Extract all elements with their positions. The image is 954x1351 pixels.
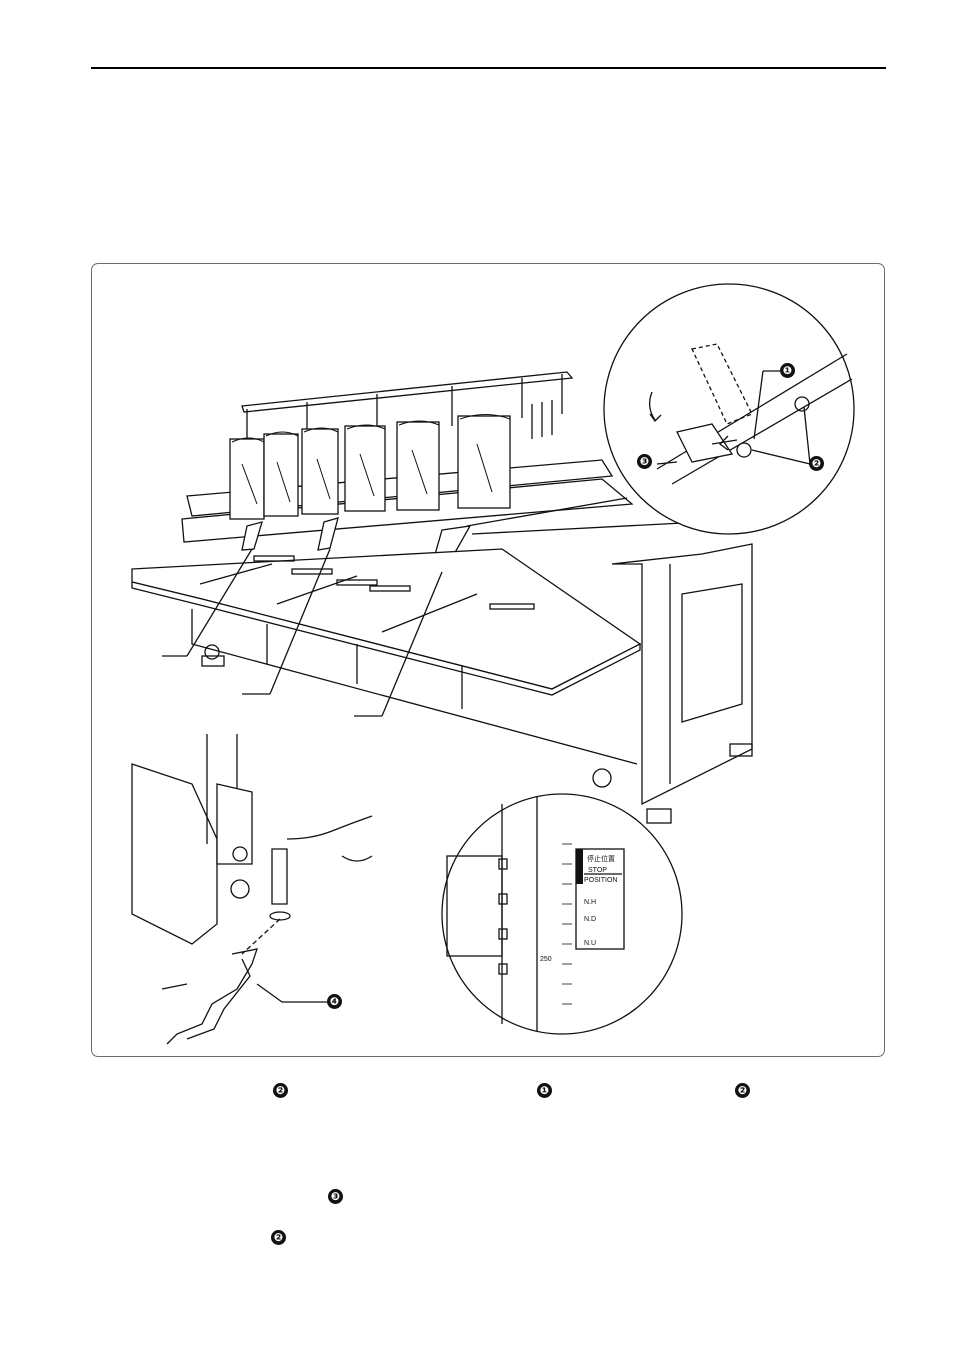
embroidery-machine-illustration: 停止位置 STOP POSITION N.H N.D N.U 250 [92,264,886,1058]
body-marker-1: ❶ [537,1083,552,1098]
scale-label-jp: 停止位置 [587,854,615,863]
scale-label-nu: N.U [584,940,596,947]
callout-2: ❷ [809,456,824,471]
scale-label-position: POSITION [584,877,617,884]
callout-3: ❸ [637,454,652,469]
header-rule [91,67,886,69]
scale-tick-250: 250 [540,956,552,963]
body-marker-2b: ❷ [735,1083,750,1098]
scale-label-stop: STOP [588,867,607,874]
body-marker-2c: ❷ [271,1230,286,1245]
figure-frame: 停止位置 STOP POSITION N.H N.D N.U 250 ❶ ❷ ❸… [91,263,885,1057]
body-marker-3: ❸ [328,1189,343,1204]
body-marker-2a: ❷ [273,1083,288,1098]
callout-1: ❶ [780,363,795,378]
callout-4: ❹ [327,994,342,1009]
scale-label-nd: N.D [584,916,596,923]
scale-label-nh: N.H [584,899,596,906]
